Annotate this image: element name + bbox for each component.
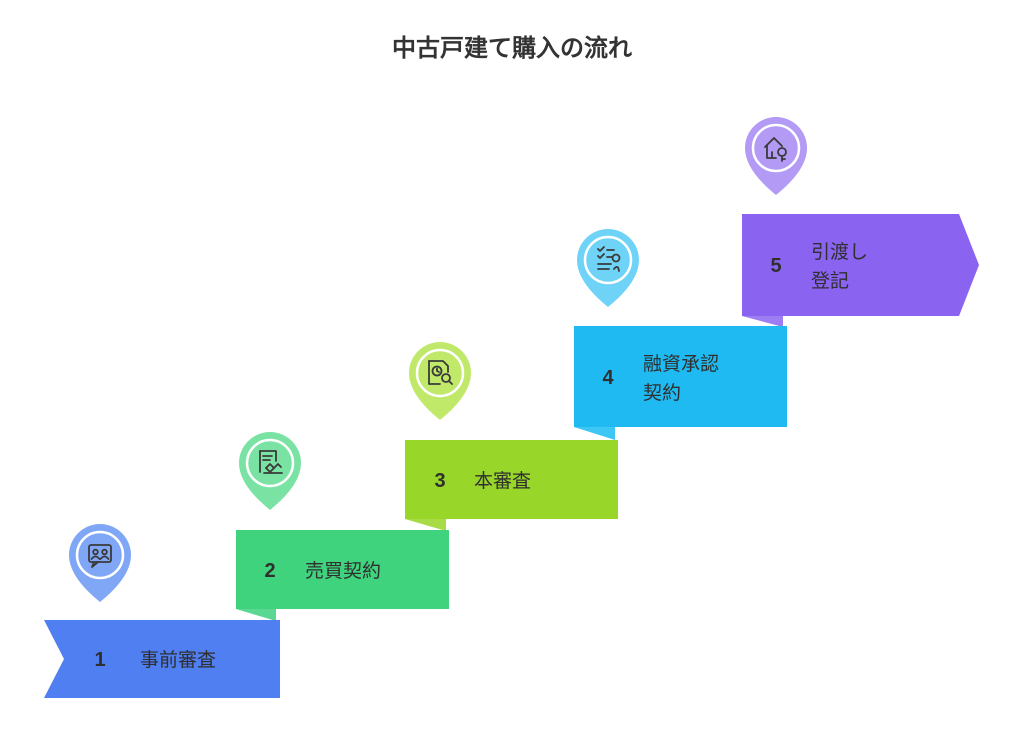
step-3: 3 本審査 — [405, 440, 618, 519]
diagram-title: 中古戸建て購入の流れ — [392, 34, 632, 62]
step-4-label-1: 融資承認 — [643, 353, 719, 375]
step-5-label-1: 引渡し — [811, 241, 868, 263]
step-3-fold — [405, 519, 446, 531]
step-4-fold — [574, 427, 615, 440]
step-5: 5 引渡し 登記 — [742, 214, 979, 316]
step-2-fold — [236, 609, 276, 621]
step-3-marker — [409, 342, 471, 420]
house-key-icon — [764, 137, 787, 162]
step-1-bar — [44, 620, 280, 698]
contract-handshake-icon — [259, 450, 283, 474]
step-2-label-1: 売買契約 — [305, 560, 381, 582]
document-search-icon — [428, 360, 453, 385]
step-2-number: 2 — [264, 560, 275, 582]
step-4-label-2: 契約 — [643, 382, 681, 404]
interview-icon — [88, 544, 112, 568]
step-5-marker — [745, 117, 807, 195]
step-4-marker — [577, 229, 639, 307]
step-5-label-2: 登記 — [811, 270, 849, 292]
step-1: 1 事前審査 — [44, 620, 280, 698]
step-4-number: 4 — [602, 367, 614, 389]
step-1-number: 1 — [94, 649, 105, 671]
step-2-marker — [239, 432, 301, 510]
step-5-bar — [742, 214, 979, 316]
step-1-marker — [69, 524, 131, 602]
step-5-number: 5 — [770, 255, 781, 277]
step-2: 2 売買契約 — [236, 530, 449, 609]
step-4-bar — [574, 326, 787, 427]
step-1-label-1: 事前審査 — [140, 649, 216, 671]
step-3-number: 3 — [434, 470, 445, 492]
step-3-label-1: 本審査 — [474, 470, 531, 492]
step-3-bar — [405, 440, 618, 519]
step-2-bar — [236, 530, 449, 609]
step-5-fold — [742, 316, 783, 327]
approval-checklist-icon — [597, 246, 621, 272]
step-4: 4 融資承認 契約 — [574, 326, 787, 427]
